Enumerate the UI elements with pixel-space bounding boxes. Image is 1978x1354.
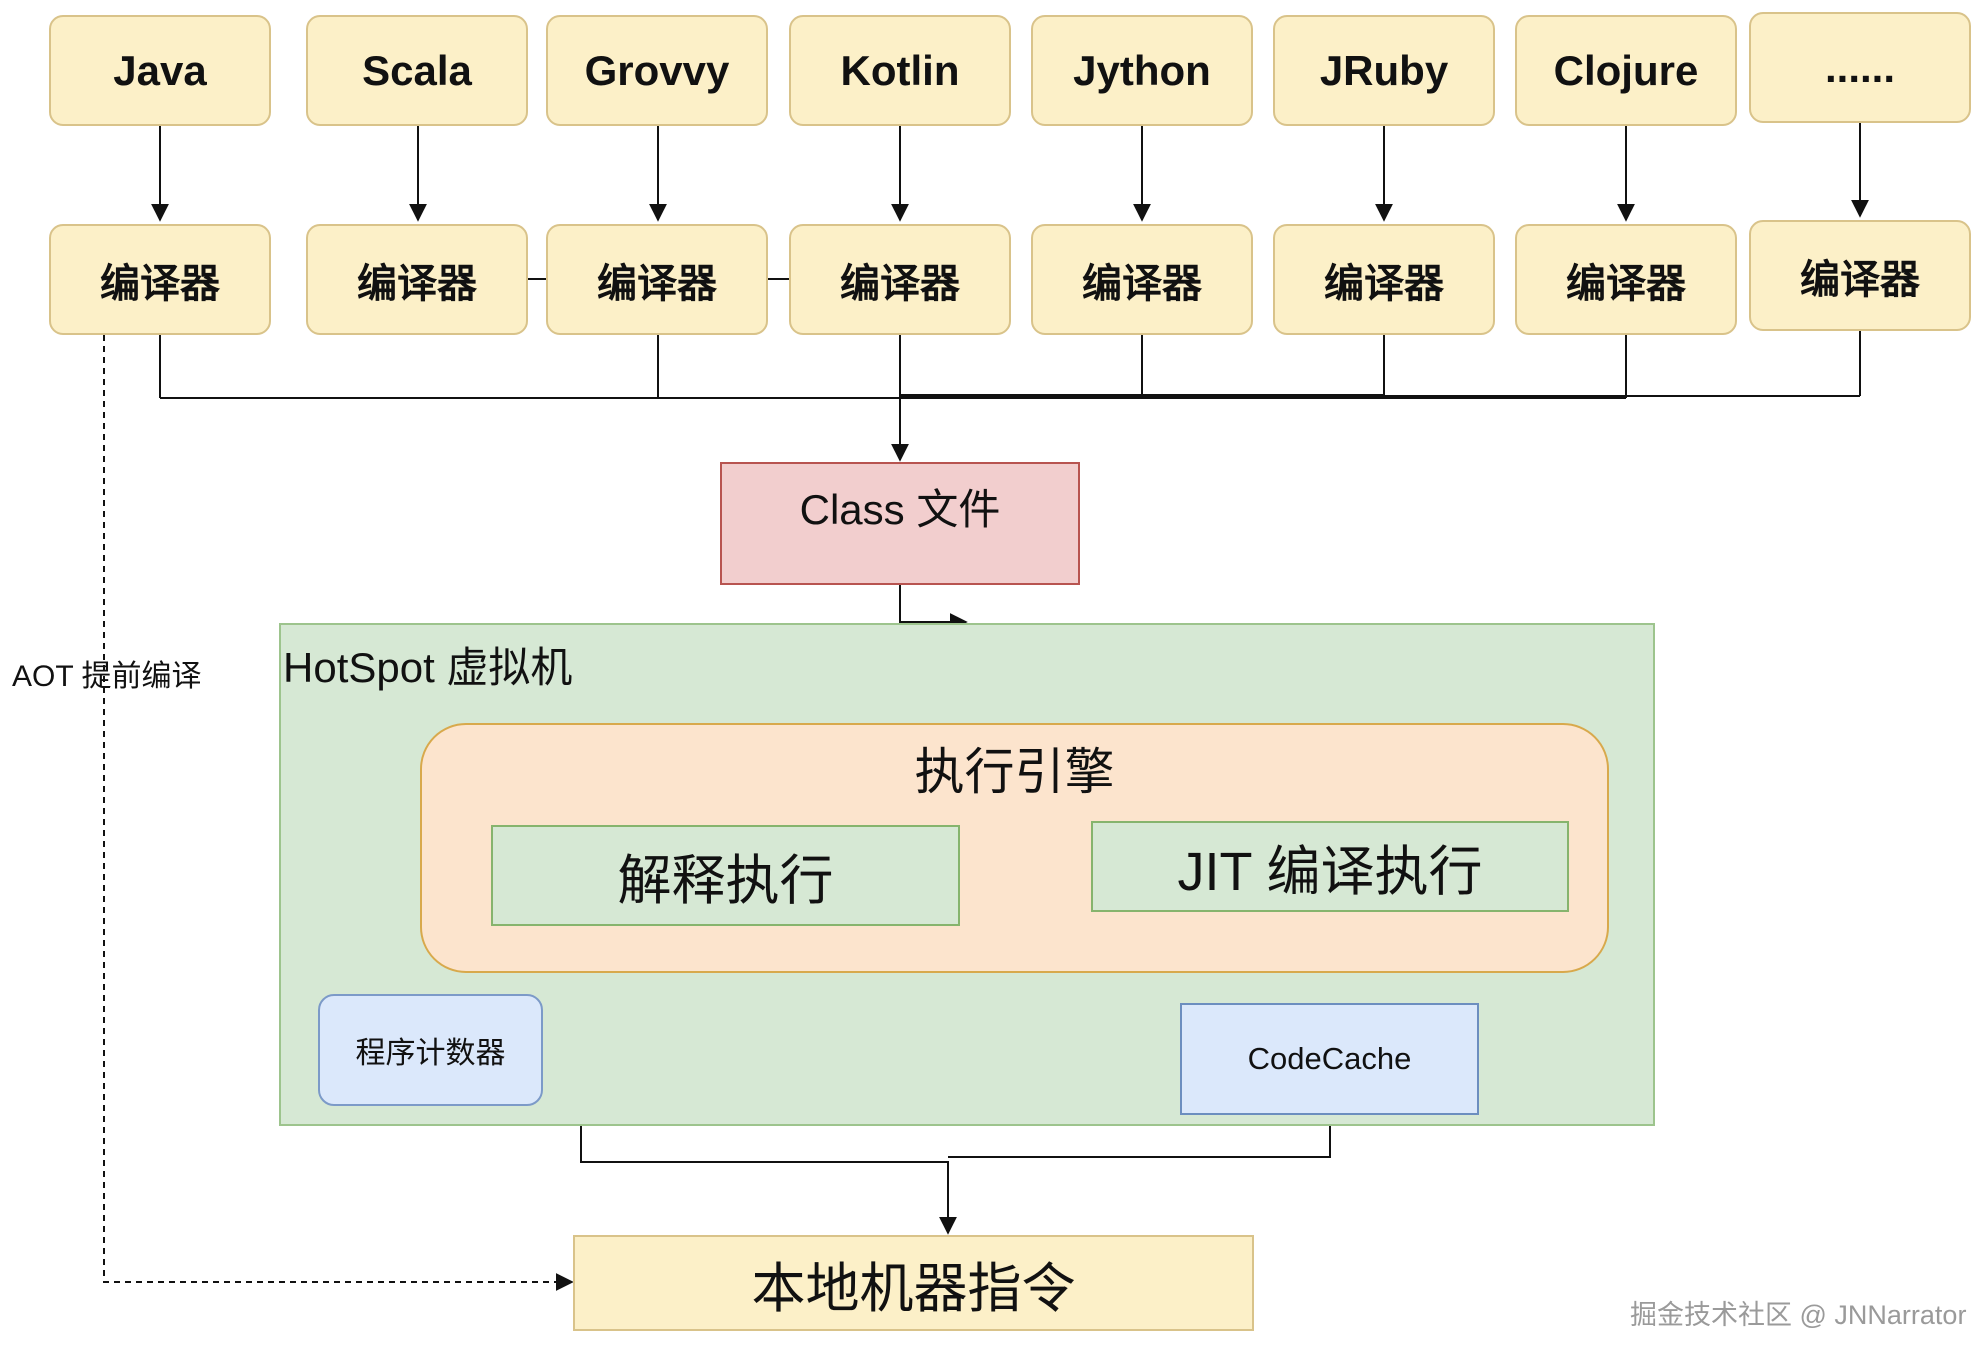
language-box-grovvy: Grovvy — [546, 15, 768, 126]
language-box-java: Java — [49, 15, 271, 126]
compiler-box-jruby: 编译器 — [1273, 224, 1495, 335]
code-cache-box: CodeCache — [1180, 1003, 1479, 1115]
arrow-aot-to-native — [103, 335, 574, 1291]
compiler-box-kotlin: 编译器 — [789, 224, 1011, 335]
language-box-more: ...... — [1749, 12, 1971, 123]
compiler-box-grovvy: 编译器 — [546, 224, 768, 335]
language-box-jruby: JRuby — [1273, 15, 1495, 126]
compiler-box-scala: 编译器 — [306, 224, 528, 335]
class-file-box: Class 文件 — [720, 462, 1080, 585]
compiler-box-java: 编译器 — [49, 224, 271, 335]
execution-engine-title: 执行引擎 — [914, 744, 1115, 800]
native-machine-code-box: 本地机器指令 — [573, 1235, 1254, 1331]
aot-compile-label: AOT 提前编译 — [12, 660, 202, 693]
compiler-box-more: 编译器 — [1749, 220, 1971, 331]
hotspot-vm-title: HotSpot 虚拟机 — [283, 644, 573, 691]
jit-execution-box: JIT 编译执行 — [1091, 821, 1569, 912]
arrow-class-to-hotspot — [899, 585, 968, 631]
watermark-text: 掘金技术社区 @ JNNarrator — [1630, 1300, 1967, 1330]
language-box-clojure: Clojure — [1515, 15, 1737, 126]
language-box-kotlin: Kotlin — [789, 15, 1011, 126]
compiler-box-clojure: 编译器 — [1515, 224, 1737, 335]
interpret-execution-box: 解释执行 — [491, 825, 960, 926]
language-box-jython: Jython — [1031, 15, 1253, 126]
compiler-box-jython: 编译器 — [1031, 224, 1253, 335]
program-counter-box: 程序计数器 — [318, 994, 543, 1106]
language-box-scala: Scala — [306, 15, 528, 126]
